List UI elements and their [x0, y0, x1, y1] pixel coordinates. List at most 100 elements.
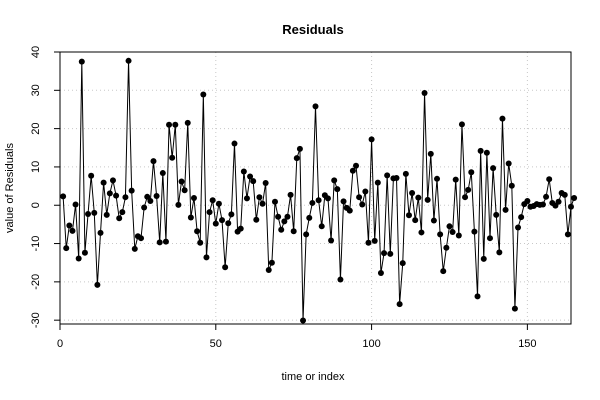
- data-point: [281, 218, 288, 225]
- data-point: [427, 150, 434, 157]
- data-point: [203, 254, 210, 261]
- data-point: [555, 198, 562, 205]
- data-point: [156, 239, 163, 246]
- data-point: [153, 193, 160, 200]
- data-point: [162, 238, 169, 245]
- data-point: [315, 197, 322, 204]
- data-point: [511, 305, 518, 312]
- data-point: [483, 149, 490, 156]
- data-point: [81, 249, 88, 256]
- data-point: [60, 193, 67, 200]
- data-point: [368, 136, 375, 143]
- data-point: [296, 145, 303, 152]
- data-point: [571, 194, 578, 201]
- data-point: [69, 227, 76, 234]
- data-point: [144, 193, 151, 200]
- data-point: [103, 211, 110, 218]
- data-point: [318, 223, 325, 230]
- data-point: [150, 158, 157, 165]
- data-point: [346, 207, 353, 214]
- y-axis-label: value of Residuals: [4, 143, 16, 233]
- data-point: [452, 176, 459, 183]
- data-point: [250, 178, 257, 185]
- data-point: [88, 172, 95, 179]
- data-point: [237, 225, 244, 232]
- data-point: [412, 217, 419, 224]
- data-point: [434, 175, 441, 182]
- data-point: [194, 228, 201, 235]
- data-point: [561, 191, 568, 198]
- data-point: [66, 222, 73, 229]
- data-point: [539, 201, 546, 208]
- data-point: [278, 226, 285, 233]
- data-point: [309, 199, 316, 206]
- data-point: [353, 162, 360, 169]
- data-point: [430, 217, 437, 224]
- data-point: [328, 237, 335, 244]
- data-point: [458, 121, 465, 128]
- data-point: [402, 170, 409, 177]
- data-point: [568, 203, 574, 210]
- data-point: [424, 196, 431, 203]
- data-point: [415, 194, 422, 201]
- data-point: [543, 193, 550, 200]
- data-point: [359, 201, 366, 208]
- data-point: [97, 229, 104, 236]
- data-point: [462, 194, 469, 201]
- data-point: [502, 206, 509, 213]
- data-point: [455, 232, 462, 239]
- data-point: [75, 255, 82, 262]
- data-point: [421, 89, 428, 96]
- x-tick-label: 50: [210, 338, 222, 350]
- data-point: [197, 239, 204, 246]
- data-point: [147, 198, 154, 205]
- data-point: [334, 186, 341, 193]
- x-tick-label: 100: [362, 338, 380, 350]
- data-point: [312, 103, 319, 110]
- data-point: [91, 209, 98, 216]
- y-tick-label: -20: [30, 274, 42, 290]
- series-layer: [60, 57, 578, 324]
- data-point: [418, 229, 425, 236]
- data-point: [268, 259, 275, 266]
- data-point: [169, 154, 176, 161]
- data-point: [256, 194, 263, 201]
- data-point: [508, 182, 515, 189]
- data-point: [474, 293, 481, 300]
- data-point: [125, 57, 132, 64]
- plot-frame: [59, 51, 572, 325]
- data-point: [271, 198, 278, 205]
- data-point: [190, 194, 197, 201]
- data-point: [212, 220, 219, 227]
- data-point: [387, 250, 394, 257]
- data-point: [159, 170, 166, 177]
- data-point: [384, 172, 391, 179]
- data-point: [518, 214, 525, 221]
- data-point: [215, 200, 222, 207]
- data-point: [219, 217, 226, 224]
- data-point: [175, 201, 182, 208]
- data-point: [505, 160, 512, 167]
- data-point: [337, 276, 344, 283]
- data-point: [78, 58, 85, 65]
- data-point: [493, 211, 500, 218]
- data-point: [178, 178, 185, 185]
- data-point: [240, 168, 247, 175]
- data-point: [381, 250, 388, 257]
- data-point: [349, 167, 356, 174]
- chart-title: Residuals: [282, 22, 343, 37]
- data-point: [172, 121, 179, 128]
- data-point: [247, 173, 254, 180]
- data-point: [396, 301, 403, 308]
- data-point: [259, 200, 266, 207]
- data-point: [94, 281, 101, 288]
- data-point: [109, 177, 116, 184]
- data-point: [141, 204, 148, 211]
- data-point: [225, 220, 232, 227]
- data-point: [437, 231, 444, 238]
- data-point: [106, 190, 113, 197]
- data-point: [324, 195, 331, 202]
- data-point: [206, 209, 213, 216]
